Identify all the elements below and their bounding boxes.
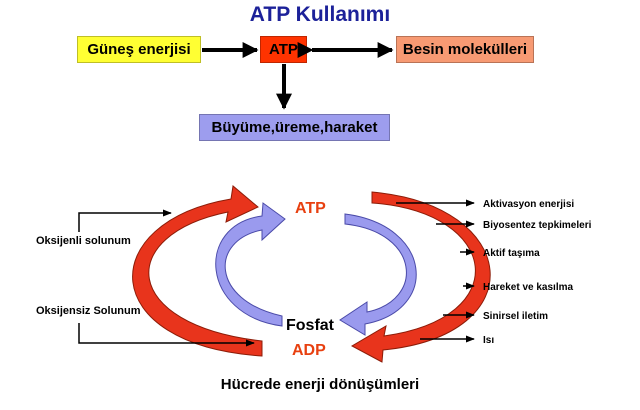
red-arrow-right — [350, 191, 491, 363]
cycle-atp-label: ATP — [295, 200, 326, 217]
output-label: Isı — [483, 335, 494, 346]
output-arrows — [396, 199, 475, 343]
cycle-phosphate-label: Fosfat — [286, 317, 335, 334]
aerobic-label: Oksijenli solunum — [36, 235, 131, 247]
input-connectors — [78, 209, 255, 347]
output-label: Biyosentez tepkimeleri — [483, 220, 592, 231]
red-cycle-arrows — [132, 185, 491, 363]
growth-box: Büyüme,üreme,haraket — [199, 114, 390, 141]
sun-energy-box: Güneş enerjisi — [77, 36, 201, 63]
food-molecules-box: Besin molekülleri — [396, 36, 534, 63]
blue-arrow-left — [215, 202, 286, 327]
anaerobic-label: Oksijensiz Solunum — [36, 305, 141, 317]
anaerobic-connector — [78, 323, 255, 347]
output-label: Aktif taşıma — [483, 248, 540, 259]
output-label: Hareket ve kasılma — [483, 282, 574, 293]
aerobic-connector — [78, 209, 172, 232]
diagram-title: ATP Kullanımı — [249, 3, 391, 26]
top-flow-arrows — [202, 42, 394, 110]
blue-arrow-right — [339, 213, 417, 336]
cycle-adp-label: ADP — [292, 342, 326, 359]
diagram-caption: Hücrede enerji dönüşümleri — [220, 376, 420, 393]
output-label: Sinirsel iletim — [483, 311, 548, 322]
red-arrow-left — [132, 185, 263, 357]
blue-cycle-arrows — [215, 202, 417, 336]
output-label: Aktivasyon enerjisi — [483, 199, 574, 210]
